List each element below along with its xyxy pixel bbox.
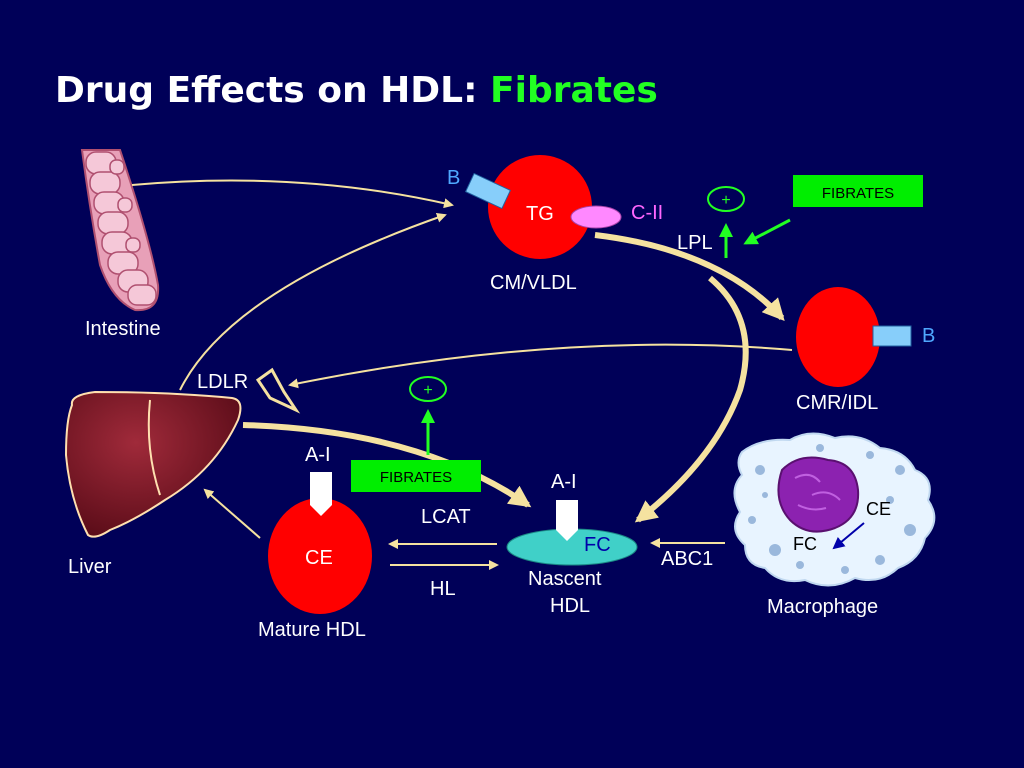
ldlr-label: LDLR: [197, 371, 248, 393]
cm-vldl-particle: [488, 155, 592, 259]
arrow-idl-to-ldlr: [288, 343, 793, 389]
cm-vldl-label: CM/VLDL: [490, 272, 577, 294]
apo-ai-nascent: [556, 500, 578, 541]
lcat-label: LCAT: [421, 506, 471, 528]
intestine-label: Intestine: [85, 318, 161, 340]
hl-label: HL: [430, 578, 456, 600]
fibrates-mid-box: [351, 460, 481, 492]
arrow-cm-to-cmr: [594, 232, 785, 321]
plus-top-badge: [707, 186, 745, 212]
macrophage-label: Macrophage: [767, 596, 878, 618]
receptor-bracket-icon: [255, 367, 301, 414]
title-accent: Fibrates: [490, 70, 658, 111]
mature-hdl-particle: [268, 498, 372, 614]
slide-title: Drug Effects on HDL: Fibrates: [55, 70, 658, 111]
apo-b-top: [464, 172, 512, 210]
plus-mid-label: +: [423, 382, 432, 399]
fc-macrophage-label: FC: [793, 534, 817, 554]
fibrates-top-box: [793, 175, 923, 207]
liver-icon: [64, 390, 242, 538]
apo-b-top-label: B: [447, 167, 460, 189]
fc-nascent-label: FC: [584, 534, 611, 556]
lpl-label: LPL: [677, 232, 713, 254]
apo-cii: [570, 205, 622, 229]
ce-macrophage-label: CE: [866, 499, 891, 519]
tg-label: TG: [526, 203, 554, 225]
fibrates-top-label: FIBRATES: [822, 185, 894, 202]
apo-cii-label: C-II: [631, 202, 663, 224]
mature-hdl-label: Mature HDL: [258, 619, 366, 641]
macrophage-cell-icon: [733, 432, 936, 587]
nascent-hdl-label-line2: HDL: [550, 595, 590, 617]
abc1-label: ABC1: [661, 548, 713, 570]
intestine-icon: [80, 149, 160, 312]
ce-mature-label: CE: [305, 547, 333, 569]
arrow-intestine-to-cm: [131, 179, 454, 209]
fibrates-mid-label: FIBRATES: [380, 469, 452, 486]
apo-ai-mature-label: A-I: [305, 444, 331, 466]
ce-to-fc-arrow: [832, 522, 865, 550]
nascent-hdl-label-line1: Nascent: [528, 568, 602, 590]
plus-top-label: +: [721, 192, 730, 209]
apo-b-right: [872, 325, 912, 347]
cmr-idl-label: CMR/IDL: [796, 392, 878, 414]
apo-ai-mature: [310, 472, 332, 516]
arrow-liver-to-vldl: [179, 212, 447, 391]
cmr-idl-particle: [796, 287, 880, 387]
plus-mid-badge: [409, 376, 447, 402]
apo-b-right-label: B: [922, 325, 935, 347]
arrow-hdl-to-liver: [203, 488, 261, 539]
apo-ai-nascent-label: A-I: [551, 471, 577, 493]
liver-label: Liver: [68, 556, 112, 578]
fibrates-to-lpl-arrow: [743, 218, 791, 245]
arrow-liver-to-nascent-hdl: [242, 422, 532, 508]
arrow-cm-to-nascent-hdl: [634, 275, 749, 523]
